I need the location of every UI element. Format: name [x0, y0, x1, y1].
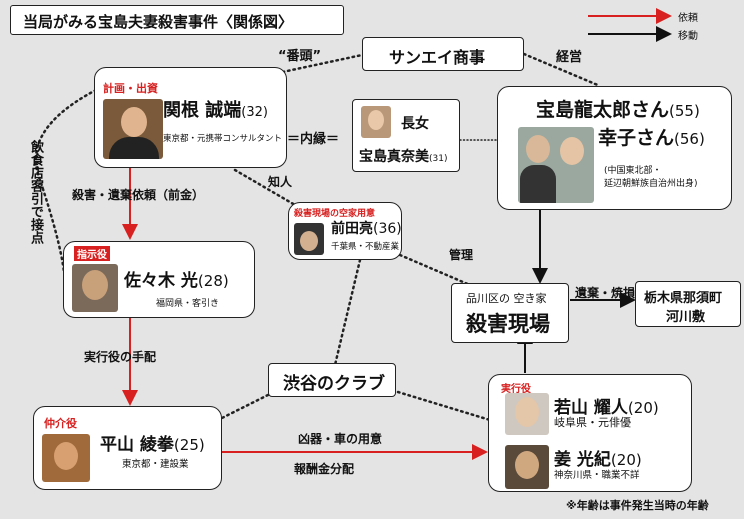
face-shape	[82, 270, 108, 300]
executors-box: 実行役 若山 耀人(20) 岐阜県・元俳優 姜 光紀(20) 神奈川県・職業不詳	[488, 374, 692, 492]
title-box: 当局がみる宝島夫妻殺害事件〈関係図〉	[10, 5, 344, 35]
label-kanri: 管理	[449, 248, 474, 262]
hirayama-info: 東京都・建設業	[122, 459, 189, 470]
victim1-name: 宝島龍太郎さん(55)	[536, 99, 700, 121]
choujo-name: 宝島真奈美(31)	[359, 149, 448, 165]
label-irai: 殺害・遺棄依頼（前金）	[72, 188, 205, 202]
hirayama-name: 平山 綾拳(25)	[100, 435, 205, 455]
sekine-role: 計画・出資	[103, 82, 158, 95]
label-inshoku: 飲食店客引で接点	[28, 140, 43, 244]
sekine-box: 計画・出資 関根 誠端(32) 東京都・元携帯コンサルタント	[94, 67, 287, 168]
face-shape	[560, 137, 584, 165]
executor1-photo	[505, 393, 549, 435]
line-sekine-sankei	[243, 53, 364, 82]
face-shape	[526, 135, 550, 163]
sasaki-photo	[72, 264, 118, 312]
label-houshu: 報酬金分配	[294, 462, 355, 476]
sasaki-role: 指示役	[74, 246, 110, 261]
sasaki-info: 福岡県・客引き	[156, 299, 220, 309]
line-sankei-victims	[522, 52, 602, 88]
face-shape	[54, 442, 78, 470]
choujo-box: 長女 宝島真奈美(31)	[352, 99, 460, 172]
label-iki: 遺棄・焼損	[575, 286, 636, 300]
maeda-role: 殺害現場の空家用意	[294, 209, 376, 219]
suit-shape	[109, 137, 159, 159]
club-box: 渋谷のクラブ	[268, 363, 396, 397]
club-label: 渋谷のクラブ	[283, 374, 385, 394]
line-sekine-maeda	[233, 168, 297, 207]
maeda-name: 前田亮(36)	[331, 221, 402, 237]
face-shape	[515, 451, 539, 479]
maeda-photo	[294, 223, 324, 255]
line-club-executors	[396, 390, 492, 422]
legend-move-label: 移動	[678, 31, 698, 42]
sankei-label: サンエイ商事	[389, 48, 486, 67]
face-shape	[515, 397, 539, 427]
scene-box: 品川区の 空き家 殺害現場	[451, 283, 569, 343]
sekine-photo	[103, 99, 163, 159]
victims-box: 宝島龍太郎さん(55) 幸子さん(56) (中国東北部・延辺朝鮮族自治州出身)	[497, 86, 732, 210]
sankei-box: サンエイ商事	[362, 37, 524, 71]
scene-main: 殺害現場	[466, 312, 550, 336]
scene-sub: 品川区の 空き家	[466, 292, 547, 305]
footnote: ※年齢は事件発生当時の年齢	[566, 499, 709, 512]
choujo-role: 長女	[401, 116, 429, 132]
line-sekine-sasaki	[34, 88, 98, 274]
executor2-info: 神奈川県・職業不詳	[554, 470, 640, 481]
executor1-name: 若山 耀人(20)	[554, 398, 659, 418]
label-tehai: 実行役の手配	[84, 350, 157, 364]
sasaki-name: 佐々木 光(28)	[124, 271, 229, 291]
legend-request-label: 依頼	[678, 13, 698, 24]
face-shape	[121, 107, 147, 137]
line-maeda-scene	[398, 253, 472, 287]
maeda-box: 殺害現場の空家用意 前田亮(36) 千葉県・不動産業	[288, 202, 402, 260]
choujo-photo	[361, 106, 391, 138]
face-shape	[368, 110, 384, 130]
hirayama-role: 仲介役	[44, 417, 77, 430]
tochigi-line1: 栃木県那須町	[644, 291, 723, 306]
line-club-hirayama	[220, 393, 270, 420]
sekine-name: 関根 誠端(32)	[163, 100, 268, 121]
label-naien: ＝内縁＝	[287, 132, 340, 147]
victims-info: (中国東北部・延辺朝鮮族自治州出身)	[604, 166, 698, 189]
victim2-name: 幸子さん(56)	[598, 127, 705, 149]
hirayama-photo	[42, 434, 90, 482]
label-bantou: “番頭”	[278, 49, 322, 64]
face-shape	[300, 231, 318, 251]
label-chijin: 知人	[268, 175, 293, 189]
page-title: 当局がみる宝島夫妻殺害事件〈関係図〉	[23, 13, 294, 31]
executors-role: 実行役	[501, 384, 531, 395]
maeda-info: 千葉県・不動産業	[331, 242, 400, 252]
sasaki-box: 指示役 佐々木 光(28) 福岡県・客引き	[63, 241, 255, 318]
executor2-name: 姜 光紀(20)	[554, 450, 642, 470]
shirt-shape	[520, 165, 556, 203]
sekine-info: 東京都・元携帯コンサルタント	[163, 134, 283, 144]
hirayama-box: 仲介役 平山 綾拳(25) 東京都・建設業	[33, 406, 222, 490]
executor1-info: 岐阜県・元俳優	[554, 416, 631, 429]
line-maeda-club	[333, 258, 362, 367]
tochigi-line2: 河川敷	[666, 310, 706, 325]
label-kyouki: 凶器・車の用意	[298, 432, 383, 446]
victims-photo	[518, 127, 594, 203]
executor2-photo	[505, 445, 549, 489]
tochigi-box: 栃木県那須町 河川敷	[635, 281, 741, 327]
label-keiei: 経営	[556, 50, 583, 65]
